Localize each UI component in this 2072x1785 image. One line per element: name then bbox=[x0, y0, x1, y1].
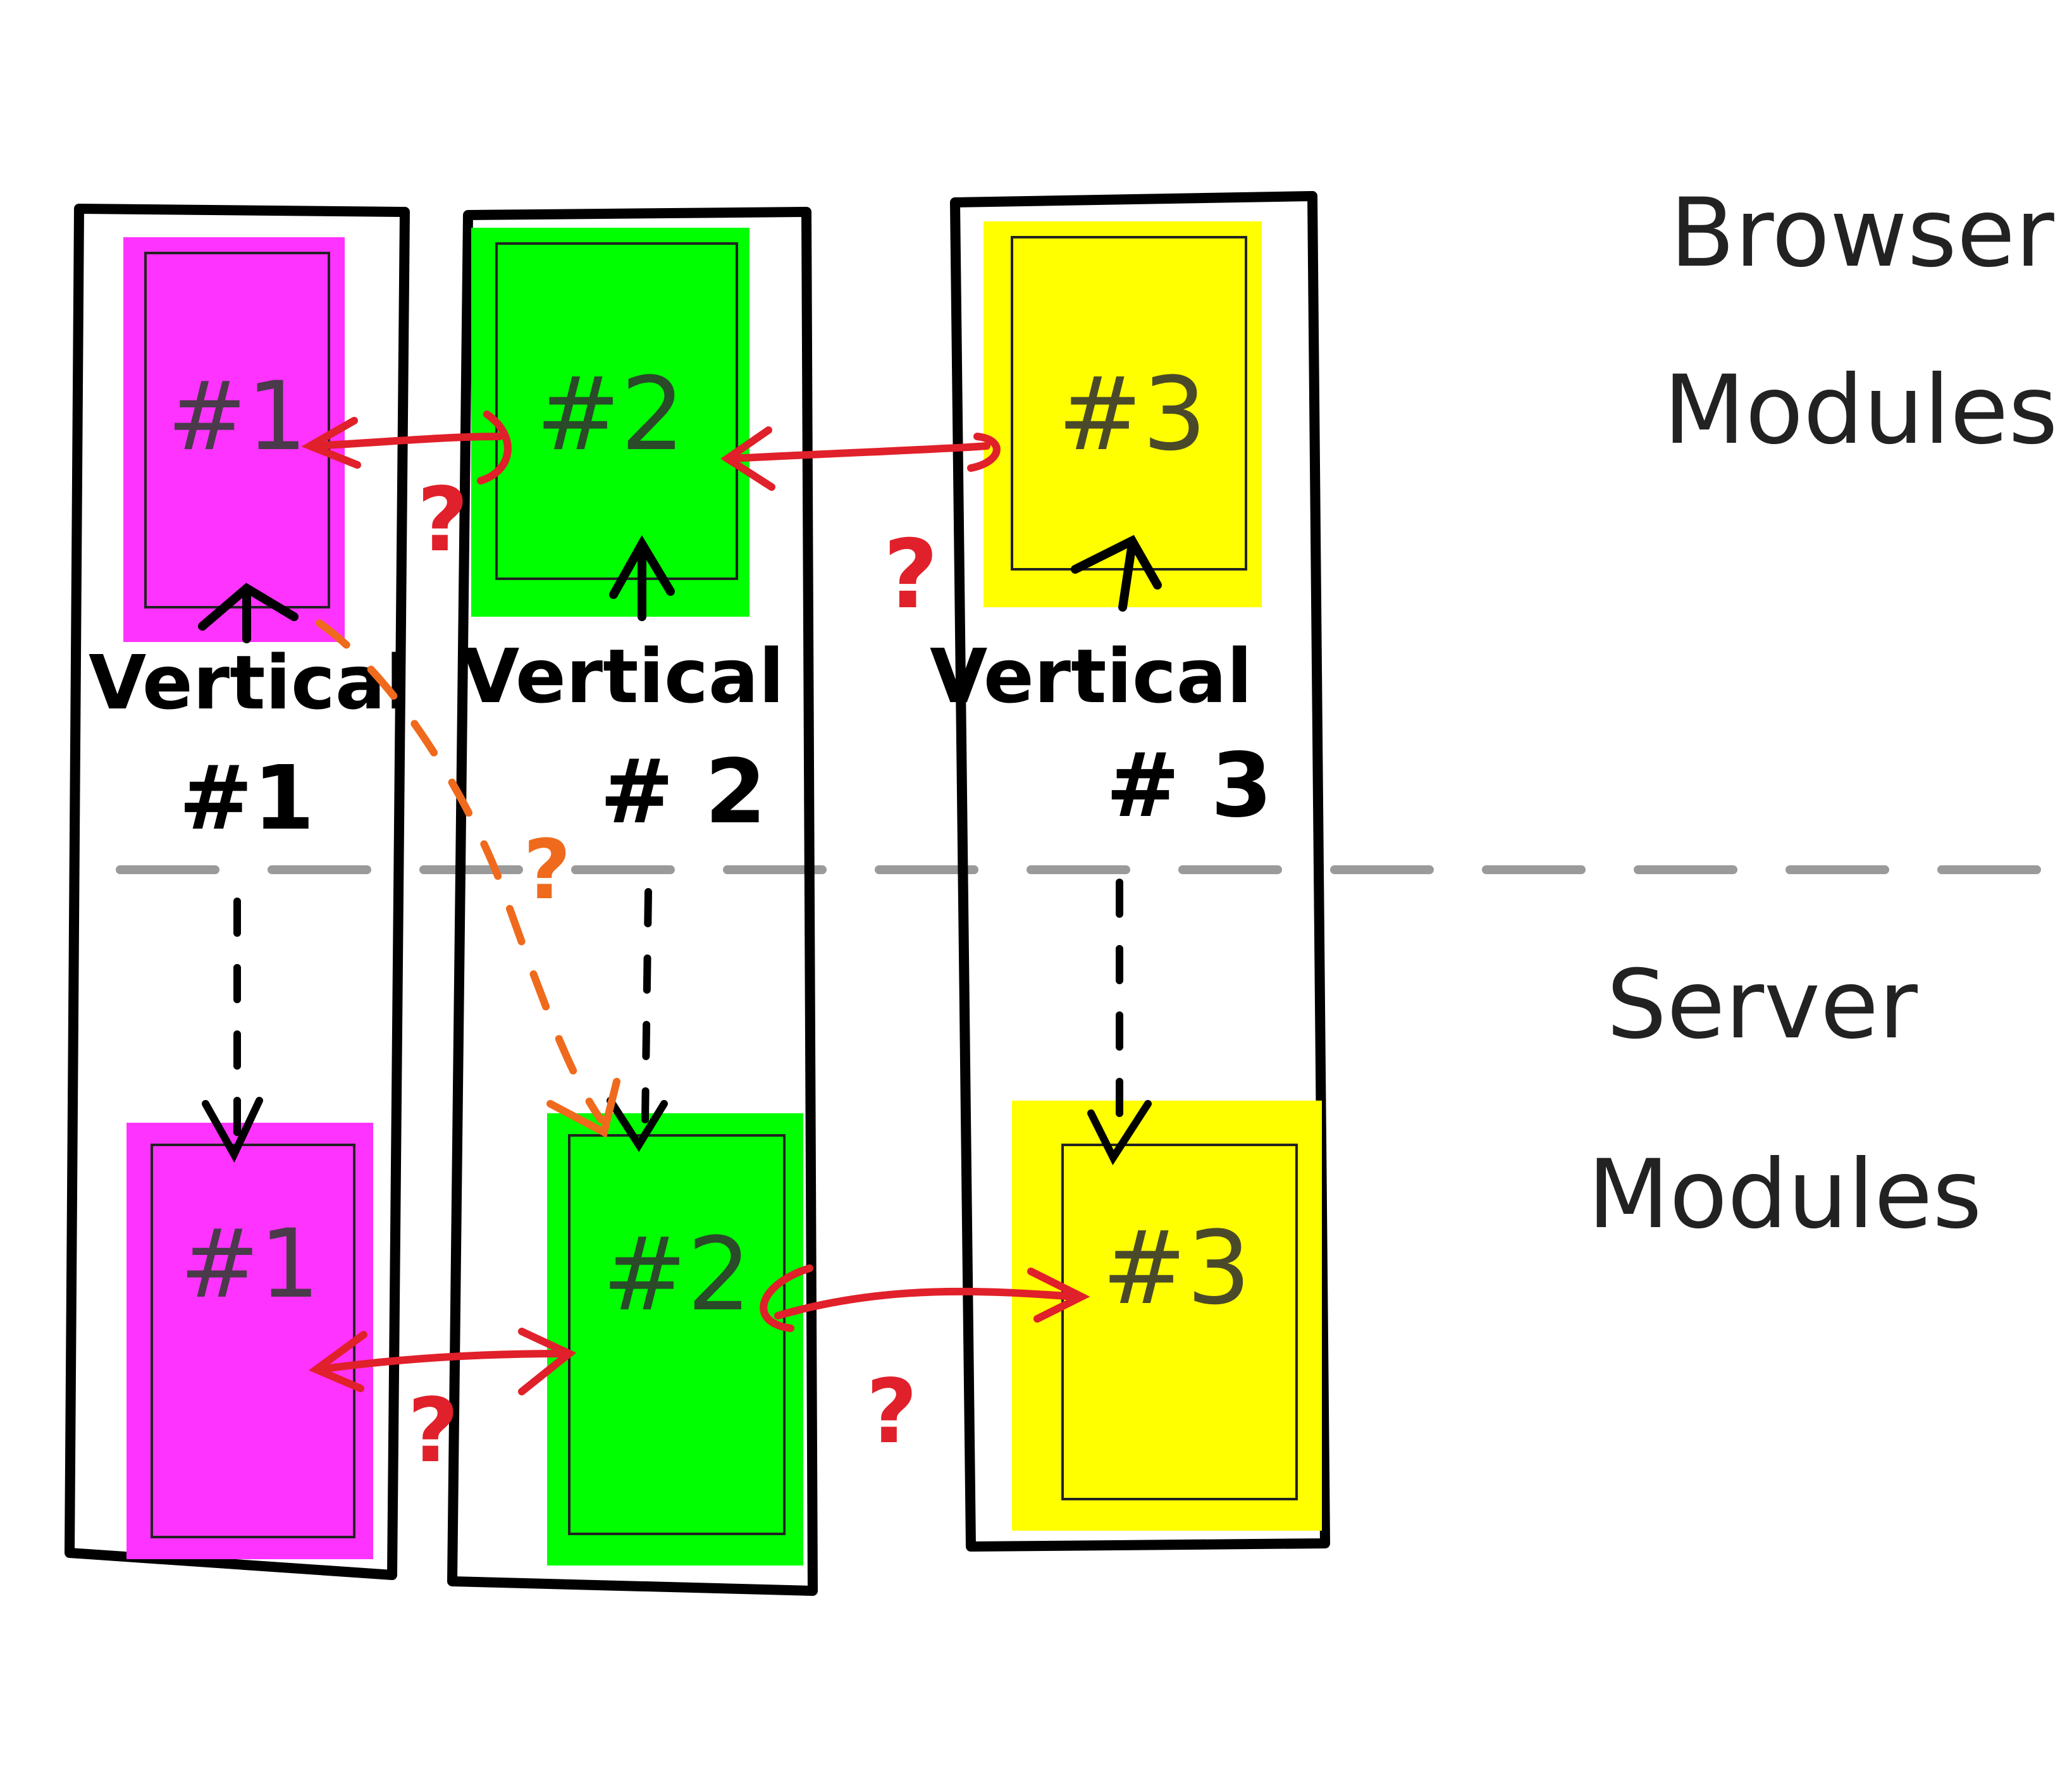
browser-module-3: #3 bbox=[984, 221, 1262, 607]
browser-module-1-fill bbox=[123, 237, 345, 642]
vertical-1-column bbox=[65, 204, 410, 1580]
browser-module-3-label: #3 bbox=[1058, 355, 1207, 473]
server-arrow-1-2 bbox=[308, 1328, 577, 1395]
browser-layer-label-line-1: Browser bbox=[1670, 178, 2054, 288]
server-module-1-label: #1 bbox=[180, 1209, 319, 1319]
down-arrow-1 bbox=[202, 898, 263, 1163]
server-module-3: #3 bbox=[1012, 1101, 1322, 1531]
server-module-2: #2 bbox=[547, 1113, 803, 1566]
vertical-2-number: # 2 bbox=[600, 741, 766, 844]
vertical-2-caption: Vertical bbox=[462, 633, 784, 720]
question-mark-server-2-3: ? bbox=[866, 1361, 917, 1464]
browser-arrow-2-3 bbox=[720, 426, 1001, 491]
server-module-2-frame bbox=[568, 1134, 786, 1535]
server-layer-label-line-2: Modules bbox=[1588, 1140, 1982, 1250]
question-mark-diagonal: ? bbox=[523, 822, 570, 918]
question-mark-browser-2-3: ? bbox=[883, 520, 938, 630]
server-module-2-label: #2 bbox=[602, 1215, 751, 1333]
vertical-3-caption: Vertical bbox=[930, 633, 1252, 720]
browser-module-1: #1 bbox=[123, 237, 345, 642]
server-module-3-frame bbox=[1061, 1144, 1298, 1500]
vertical-3-number: # 3 bbox=[1106, 734, 1272, 837]
browser-layer-label-line-2: Modules bbox=[1663, 355, 2058, 466]
server-module-1-fill bbox=[126, 1123, 373, 1559]
server-layer-label-line-1: Server bbox=[1606, 950, 1918, 1060]
up-arrow-2 bbox=[609, 535, 675, 621]
vertical-1-number: #1 bbox=[179, 747, 315, 850]
browser-module-1-frame bbox=[144, 252, 330, 608]
browser-module-2-fill bbox=[471, 228, 749, 617]
down-arrow-2 bbox=[607, 888, 668, 1152]
up-arrow-3 bbox=[1071, 534, 1162, 612]
server-arrow-2-3 bbox=[760, 1264, 1090, 1332]
up-arrow-1 bbox=[198, 583, 299, 643]
browser-arrow-1-2 bbox=[301, 411, 512, 485]
vertical-1-caption: Vertical bbox=[89, 639, 411, 726]
question-mark-browser-1-2: ? bbox=[417, 469, 468, 572]
browser-module-1-label: #1 bbox=[167, 362, 307, 472]
vertical-3-column bbox=[950, 191, 1330, 1552]
vertical-2-column bbox=[447, 207, 818, 1596]
question-mark-server-1-2: ? bbox=[407, 1380, 459, 1483]
server-module-3-label: #3 bbox=[1102, 1209, 1251, 1327]
diagonal-arrow-1-2 bbox=[316, 619, 620, 1138]
server-module-1: #1 bbox=[126, 1123, 373, 1559]
browser-module-2-label: #2 bbox=[536, 355, 685, 473]
browser-module-2-frame bbox=[495, 242, 738, 580]
down-arrow-3 bbox=[1087, 879, 1152, 1166]
browser-module-2: #2 bbox=[471, 228, 749, 617]
server-module-2-fill bbox=[547, 1113, 803, 1566]
